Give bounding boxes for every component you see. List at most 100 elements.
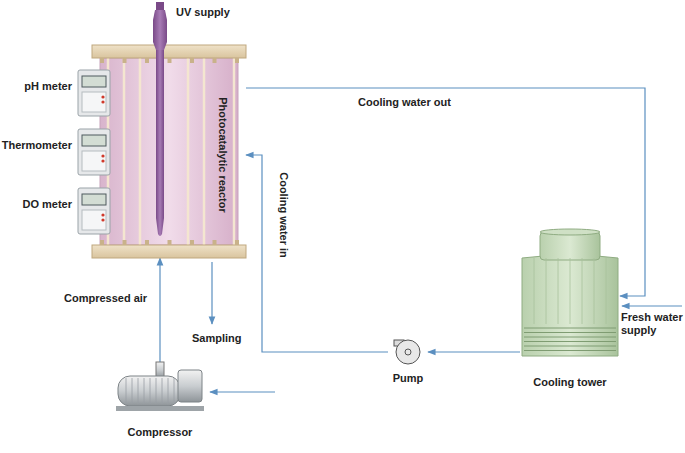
tower-louvre	[524, 337, 616, 338]
uv-lamp-picture	[152, 2, 168, 238]
tower-fan-stack	[540, 232, 600, 260]
node-label: Thermometer	[2, 139, 72, 152]
ph-meter-picture	[4, 68, 112, 120]
base-plate	[116, 406, 204, 411]
bolt	[168, 240, 172, 245]
bottom-flange	[92, 245, 246, 258]
flow-connector	[159, 258, 160, 362]
tower-panel-line	[594, 258, 595, 324]
node-label: Photocatalytic reactor	[215, 97, 228, 213]
tower-louvre	[524, 328, 616, 329]
do-meter-shape	[78, 188, 110, 234]
flow-connector	[246, 155, 388, 352]
tie-rod	[203, 58, 206, 245]
bolt	[100, 58, 104, 63]
tower-body	[522, 255, 618, 356]
inlet-line	[210, 391, 275, 392]
meter-led	[101, 100, 104, 103]
lamp-tube	[156, 50, 164, 236]
uv-lamp-shape	[153, 2, 167, 236]
cooling-fin	[174, 378, 175, 404]
bolt	[123, 58, 127, 63]
ph-meter: pH meter	[4, 68, 112, 120]
meter-panel	[82, 92, 106, 112]
meter-case	[78, 129, 110, 175]
bolt	[235, 58, 239, 63]
compressor-inlet-arrow	[210, 392, 275, 393]
tower-panel-line	[546, 258, 547, 324]
bolt	[190, 58, 194, 63]
cooling-tower-shape	[522, 229, 618, 356]
thermometer: Thermometer	[4, 127, 112, 179]
tower-louvre	[524, 346, 616, 347]
cooling-fin	[162, 378, 163, 404]
meter-display	[82, 135, 106, 146]
reactor-body	[100, 58, 238, 245]
bolt	[145, 240, 149, 245]
tower-panel-line	[606, 258, 607, 324]
node-label: UV supply	[176, 6, 230, 19]
bolt	[235, 240, 239, 245]
meter-led	[101, 95, 104, 98]
fresh-water-line	[622, 305, 682, 306]
flow-connector	[428, 351, 520, 352]
cooling-fin	[126, 378, 127, 404]
lamp-cap	[156, 2, 164, 10]
uv-lamp: UV supply	[152, 2, 168, 238]
thermometer-shape	[78, 129, 110, 175]
compressor-cylinder	[118, 376, 180, 406]
meter-panel	[82, 210, 106, 230]
node-label: Pump	[388, 372, 428, 385]
meter-case	[78, 70, 110, 116]
flow-label: Cooling water out	[356, 96, 453, 109]
meter-led	[101, 154, 104, 157]
bolt	[213, 240, 217, 245]
tower-louvre	[524, 350, 616, 351]
node-label: DO meter	[22, 198, 72, 211]
tie-rod	[123, 58, 126, 245]
tower-panel-line	[570, 258, 571, 324]
bolt	[145, 58, 149, 63]
bolt	[213, 58, 217, 63]
bolt	[168, 58, 172, 63]
cooling-fin	[138, 378, 139, 404]
meter-led	[101, 213, 104, 216]
tower-louvre	[524, 341, 616, 342]
compressor-shape	[116, 362, 204, 411]
pump: Pump	[388, 338, 428, 390]
compressor: Compressor	[112, 362, 208, 444]
cooling-fin	[168, 378, 169, 404]
pump-impeller	[405, 349, 411, 355]
do-meter: DO meter	[4, 186, 112, 238]
thermometer-picture	[4, 127, 112, 179]
cooling-fin	[156, 378, 157, 404]
cooling-fin	[144, 378, 145, 404]
photocatalytic-reactor-shape	[92, 45, 246, 258]
tower-louvre	[524, 332, 616, 333]
lamp-head	[153, 10, 167, 50]
fresh-water-label: Fresh water supply	[621, 311, 683, 337]
tower-panel-line	[582, 258, 583, 324]
cooling-tower-picture	[520, 228, 620, 394]
meter-display	[82, 194, 106, 205]
fresh-water-arrow	[622, 306, 682, 307]
top-flange	[92, 45, 246, 58]
flow-label: Compressed air	[62, 292, 149, 305]
node-label: pH meter	[24, 80, 72, 93]
tie-rod	[187, 58, 190, 245]
bolt	[100, 240, 104, 245]
cooling-fin	[150, 378, 151, 404]
meter-case	[78, 188, 110, 234]
flow-label: Cooling water in	[276, 170, 289, 260]
tie-rod	[233, 58, 236, 245]
tie-rod	[139, 58, 142, 245]
pump-casing	[396, 340, 420, 364]
ph-meter-shape	[78, 70, 110, 116]
sampling-label: Sampling	[190, 332, 244, 345]
cooling-tower: Cooling tower	[520, 228, 620, 394]
meter-panel	[82, 151, 106, 171]
motor-block	[178, 370, 202, 402]
node-label: Cooling tower	[520, 376, 620, 389]
do-meter-picture	[4, 186, 112, 238]
